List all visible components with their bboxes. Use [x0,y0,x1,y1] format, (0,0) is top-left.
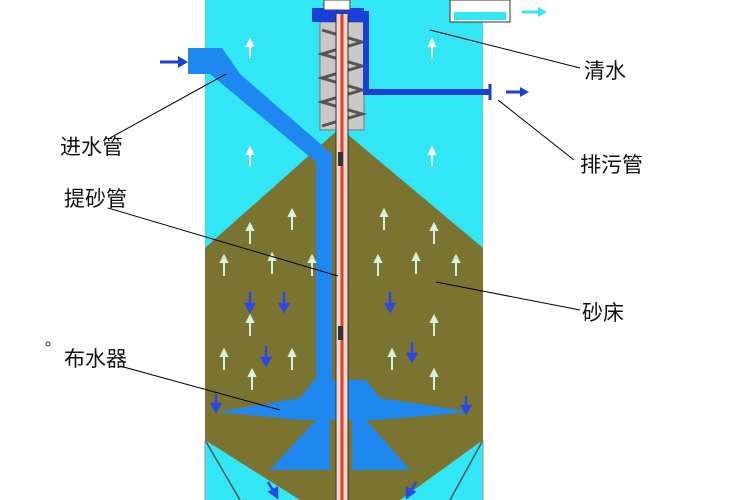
label-sand-lift-pipe: 提砂管 [64,187,127,211]
leader-sand-lift-pipe [107,207,339,277]
label-inlet-pipe: 进水管 [60,135,123,159]
label-clear-water: 清水 [584,59,626,83]
tank-bottom-outline-right [449,439,484,500]
inlet-arrow [160,56,188,68]
water-up-arrows [245,37,437,166]
tank-bottom-outline [204,439,241,500]
washer-cap-top [323,0,351,11]
label-sand-bed: 砂床 [582,301,624,325]
clear-water-outlet-arrow [522,7,547,17]
leader-water-distributor [119,365,281,411]
leader-drain-pipe [497,99,575,161]
sand-down-arrows [209,292,473,500]
drain-arrow [506,87,529,97]
lift-pipe-slots [338,152,343,340]
stray-dot [45,341,51,347]
leader-inlet-pipe [109,73,227,139]
overflow-weir [449,0,511,23]
sand-up-arrows [219,207,461,390]
leader-clear-water [429,29,581,69]
label-drain-pipe: 排污管 [580,153,643,177]
leader-sand-bed [435,281,581,311]
inlet-pipe [188,48,332,380]
drain-pipe [360,11,490,95]
label-water-distributor: 布水器 [64,347,127,371]
